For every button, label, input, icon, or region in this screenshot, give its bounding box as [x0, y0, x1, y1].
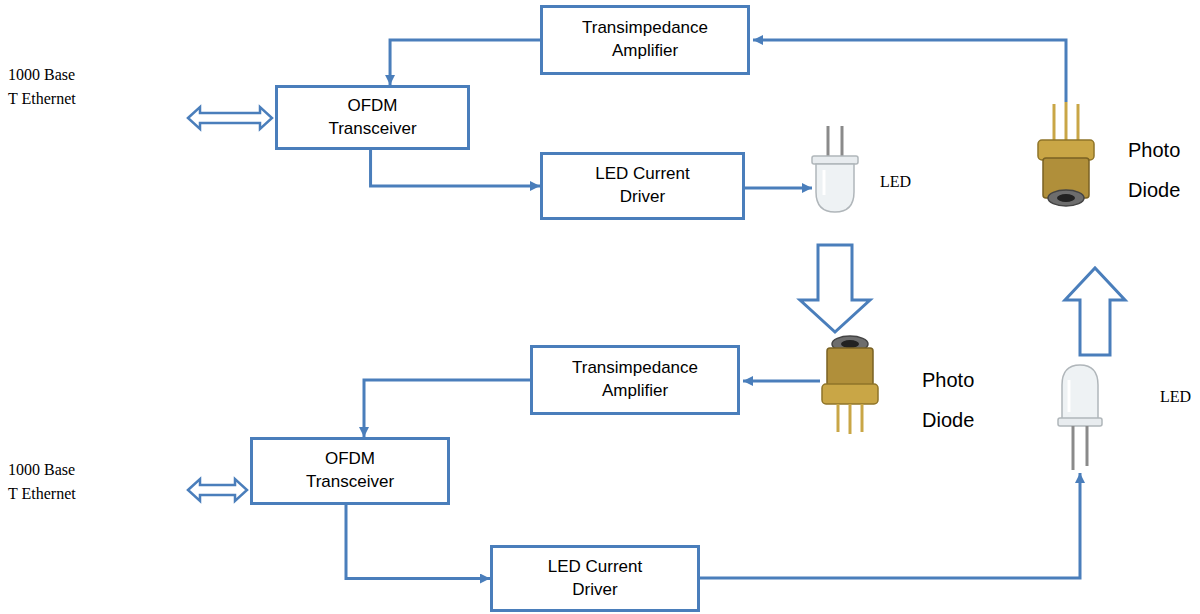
box-label: OFDM Transceiver: [295, 448, 405, 494]
box-label: OFDM Transceiver: [318, 95, 428, 141]
process-box: LED Current Driver: [540, 152, 745, 220]
signal-wire: [700, 473, 1080, 578]
component-label: LED: [880, 170, 920, 194]
box-label: Transimpedance Amplifier: [565, 17, 725, 63]
interface-label: 1000 Base T Ethernet: [8, 458, 82, 506]
signal-connector: [371, 150, 540, 186]
component-label: LED: [1160, 385, 1196, 409]
process-box: OFDM Transceiver: [275, 85, 470, 150]
process-box: Transimpedance Amplifier: [540, 5, 750, 75]
component-label: Photo Diode: [1128, 130, 1194, 210]
signal-wire: [753, 40, 1066, 102]
signal-connector: [364, 380, 530, 437]
light-beam-arrow: [800, 245, 870, 332]
light-beam-arrow: [1065, 268, 1125, 355]
photodiode-illustration: [1038, 102, 1094, 206]
signal-wire: [745, 187, 812, 190]
led-illustration: [812, 126, 858, 212]
ethernet-double-arrow: [188, 107, 272, 129]
process-box: OFDM Transceiver: [250, 437, 450, 505]
box-label: Transimpedance Amplifier: [555, 357, 715, 403]
photodiode-illustration: [822, 336, 878, 434]
signal-wire: [743, 380, 820, 383]
signal-connector: [390, 40, 540, 85]
interface-label: 1000 Base T Ethernet: [8, 63, 82, 111]
component-label: Photo Diode: [922, 360, 988, 440]
process-box: LED Current Driver: [490, 545, 700, 612]
ethernet-double-arrow: [188, 479, 247, 501]
process-box: Transimpedance Amplifier: [530, 345, 740, 415]
signal-connector: [346, 505, 490, 579]
box-label: LED Current Driver: [583, 163, 703, 209]
box-label: LED Current Driver: [535, 556, 655, 602]
led-illustration: [1058, 365, 1102, 470]
